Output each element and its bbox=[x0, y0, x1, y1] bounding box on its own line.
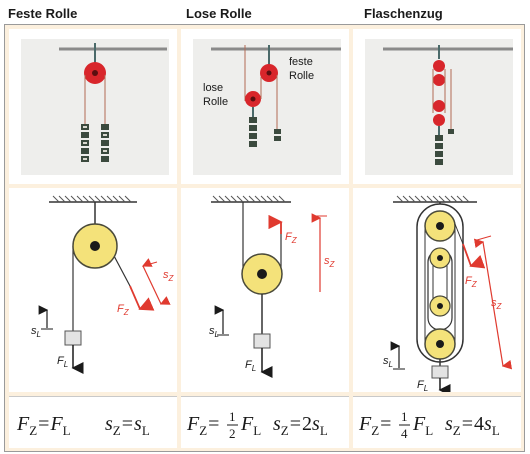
formula-force-rhs: FL bbox=[240, 413, 261, 438]
formula-numerator: 1 bbox=[401, 409, 408, 424]
formula-cell-loose: FZ= 1 2 FL sZ=2sL bbox=[181, 396, 349, 448]
force-label-load: FL bbox=[245, 359, 256, 373]
title-fixed-pulley: Feste Rolle bbox=[8, 6, 78, 21]
formula-distance: sZ=sL bbox=[105, 413, 150, 438]
force-label-pull: FZ bbox=[285, 231, 298, 245]
diagram-cell-loose: FZ sZ sL FL bbox=[181, 188, 349, 392]
formula-force-rhs: FL bbox=[412, 413, 433, 438]
photo-cell-fixed bbox=[9, 29, 177, 184]
photo-block-and-tackle bbox=[365, 39, 513, 175]
force-label-load: FL bbox=[417, 379, 428, 392]
label-fixed-line2: Rolle bbox=[289, 70, 314, 82]
formula-denominator: 2 bbox=[229, 426, 236, 441]
formula-cell-fixed: FZ=FL sZ=sL bbox=[9, 396, 177, 448]
label-fixed-line1: feste bbox=[289, 56, 313, 68]
photo-fixed-pulley bbox=[21, 39, 169, 175]
label-loose-line2: Rolle bbox=[203, 96, 228, 108]
formula-force-lhs: FZ= bbox=[358, 413, 391, 438]
formula-fixed-pulley: FZ=FL sZ=sL bbox=[16, 413, 150, 438]
title-loose-pulley: Lose Rolle bbox=[186, 6, 252, 21]
formula-force-lhs: FZ= bbox=[186, 413, 219, 438]
photo-cell-tackle bbox=[353, 29, 521, 184]
dist-label-pull: sZ bbox=[163, 269, 175, 283]
diagram-fixed-pulley: sZ FZ sL FL bbox=[31, 195, 175, 374]
formula-block-and-tackle: FZ= 1 4 FL sZ=4sL bbox=[358, 409, 500, 441]
formula-cell-tackle: FZ= 1 4 FL sZ=4sL bbox=[353, 396, 521, 448]
dist-label-load: sL bbox=[31, 325, 41, 339]
formula-denominator: 4 bbox=[401, 426, 408, 441]
dist-label-load: sL bbox=[209, 325, 219, 339]
diagram-block-and-tackle: FZ sZ sL FL bbox=[383, 195, 513, 396]
force-label-pull: FZ bbox=[465, 275, 478, 289]
dist-label-load: sL bbox=[383, 355, 393, 369]
label-loose-line1: lose bbox=[203, 82, 223, 94]
dist-label-pull: sZ bbox=[324, 255, 336, 269]
force-label-load: FL bbox=[57, 355, 68, 369]
dist-label-pull: sZ bbox=[491, 297, 503, 311]
formula-distance: sZ=2sL bbox=[273, 413, 328, 438]
formula-force: FZ=FL bbox=[16, 413, 71, 438]
photo-cell-loose: lose Rolle feste Rolle bbox=[181, 29, 349, 184]
comparison-grid: lose Rolle feste Rolle bbox=[4, 24, 525, 452]
diagram-cell-tackle: FZ sZ sL FL bbox=[353, 188, 521, 396]
force-label-pull: FZ bbox=[117, 303, 130, 317]
title-block-and-tackle: Flaschenzug bbox=[364, 6, 443, 21]
formula-distance: sZ=4sL bbox=[445, 413, 500, 438]
diagram-loose-pulley: FZ sZ sL FL bbox=[209, 195, 336, 378]
formula-loose-pulley: FZ= 1 2 FL sZ=2sL bbox=[186, 409, 328, 441]
formula-numerator: 1 bbox=[229, 409, 236, 424]
diagram-cell-fixed: sZ FZ sL FL bbox=[9, 188, 177, 392]
photo-loose-pulley: lose Rolle feste Rolle bbox=[193, 39, 341, 175]
